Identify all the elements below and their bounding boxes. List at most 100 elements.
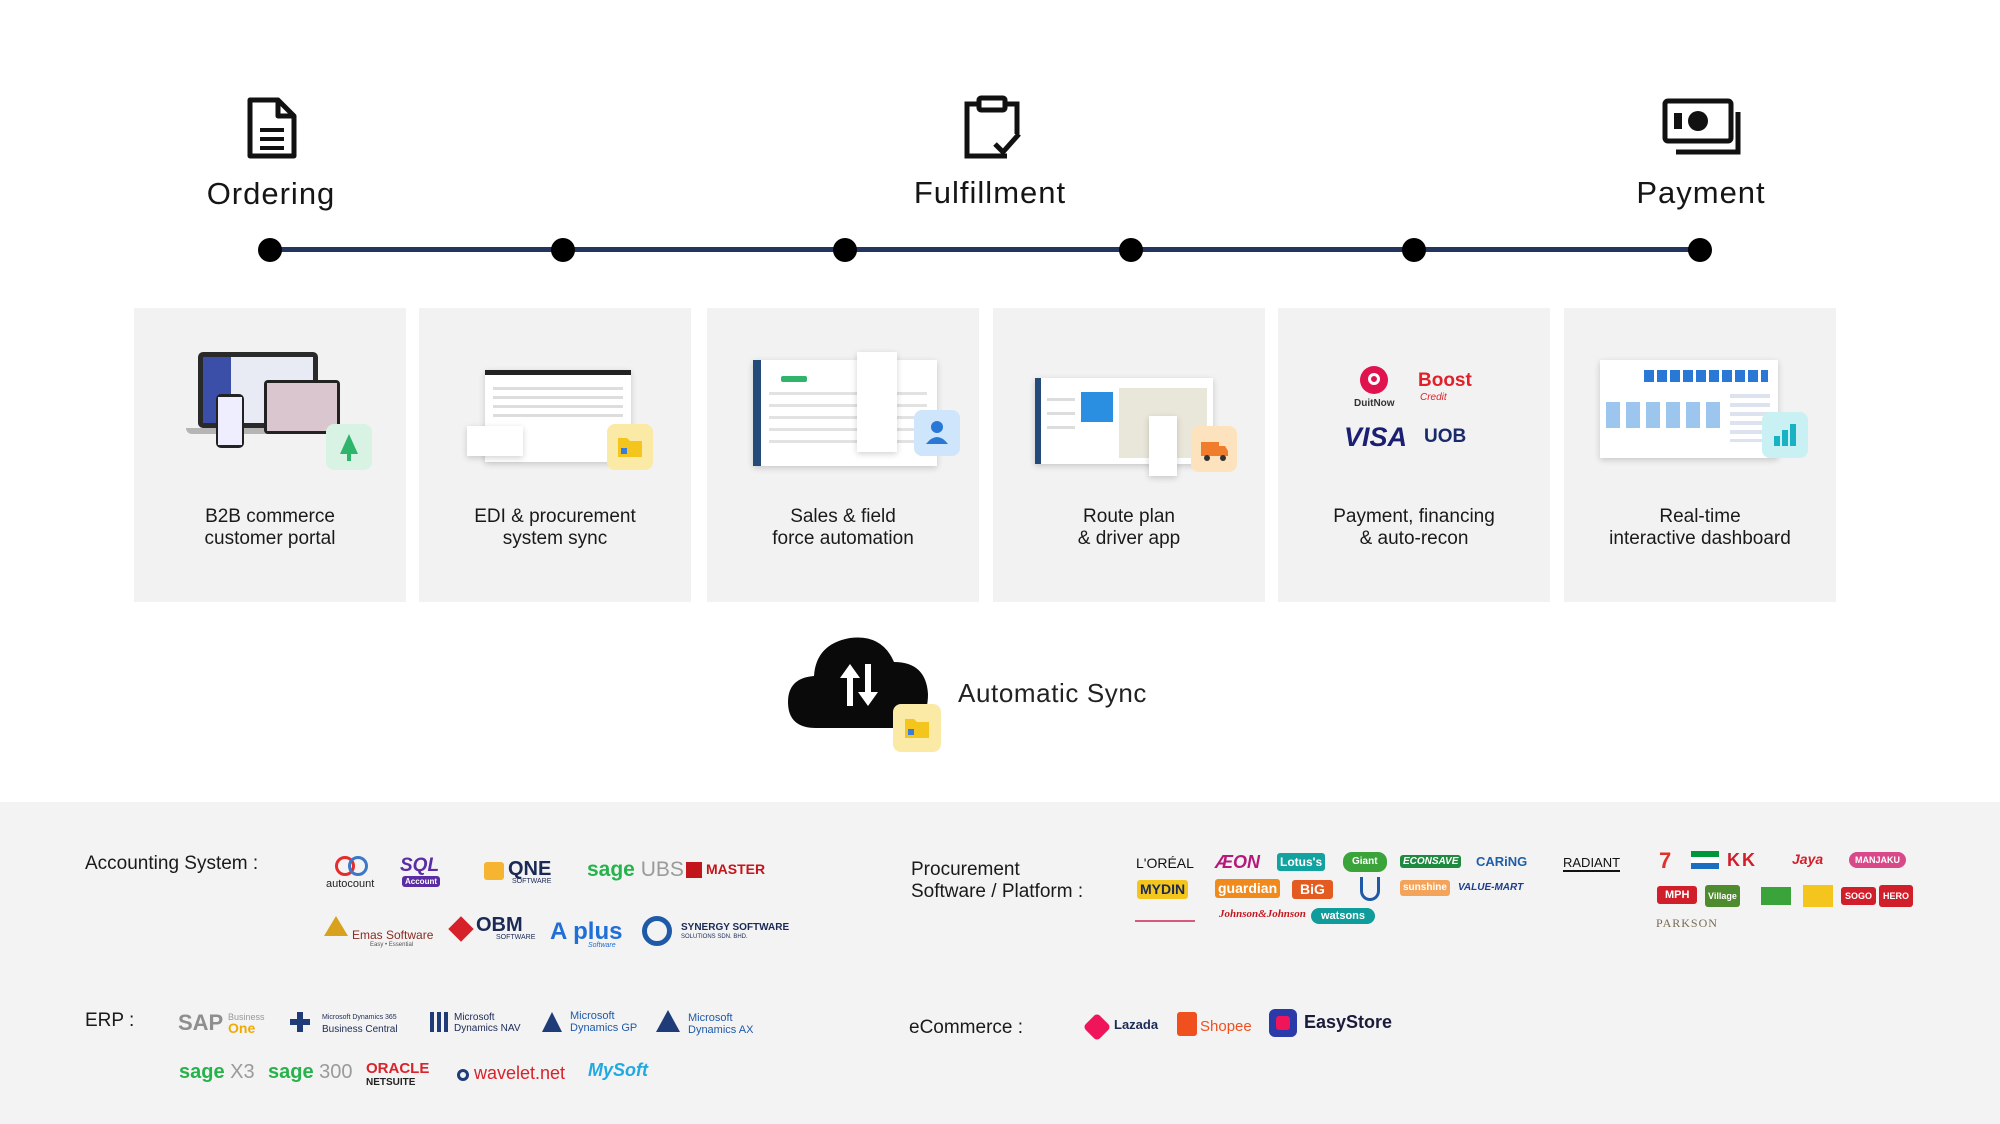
integrations-section — [0, 802, 2000, 1124]
mydin-logo: MYDIN — [1137, 880, 1189, 899]
sql-account-badge: Account — [402, 876, 440, 887]
duitnow-text: DuitNow — [1354, 398, 1395, 409]
sunshine-logo: sunshine — [1400, 880, 1450, 896]
edi-popup-screenshot — [467, 426, 523, 456]
aplus-software-text: Software — [588, 942, 616, 949]
truck-icon — [1191, 426, 1237, 472]
dynamics-365-text: Microsoft Dynamics 365 — [322, 1014, 397, 1021]
autocount-text: autocount — [326, 878, 375, 890]
lotus-logo: Lotus's — [1277, 853, 1326, 871]
dashboard-screenshot — [1600, 360, 1778, 458]
sync-folder-icon — [893, 704, 941, 752]
timeline-dot — [833, 238, 857, 262]
timeline-dot — [1119, 238, 1143, 262]
shopee-icon — [1177, 1012, 1197, 1036]
wavelet-icon — [457, 1069, 469, 1081]
hero-market-logo: HERO — [1879, 885, 1914, 907]
timeline-dot — [1402, 238, 1426, 262]
process-timeline — [270, 247, 1700, 252]
aeon-big-logo: BiG — [1292, 880, 1333, 899]
watsons-logo: watsons — [1311, 908, 1376, 924]
kk-mart-logo: KK — [1727, 850, 1757, 870]
uob-logo: UOB — [1424, 426, 1467, 447]
emas-tagline: Easy • Essential — [370, 942, 414, 948]
user-icon — [914, 410, 960, 456]
automatic-sync-label: Automatic Sync — [958, 678, 1148, 708]
sql-logo: SQL — [400, 855, 440, 876]
sap-business-text: Business — [228, 1012, 265, 1022]
supermarket-logo — [1761, 887, 1791, 905]
guardian-logo: guardian — [1215, 879, 1281, 898]
dynamics-gp-icon — [542, 1012, 562, 1032]
card-title: Payment, financing& auto-recon — [1333, 506, 1495, 549]
emas-logo-mark — [324, 916, 348, 936]
business-central-text: Business Central — [322, 1024, 398, 1035]
erp-label: ERP : — [85, 1010, 135, 1031]
card-title: Route plan& driver app — [1077, 506, 1181, 549]
seven-eleven-logo: 7 — [1659, 848, 1672, 873]
tree-icon — [326, 424, 372, 470]
phone-screenshot — [216, 394, 244, 448]
sage-ubs-logo: sage UBS — [587, 858, 684, 881]
oracle-logo: ORACLE — [366, 1060, 430, 1077]
qne-text: QNE — [508, 858, 552, 880]
microsoft-ax-text: Microsoft — [688, 1012, 733, 1024]
johnson-johnson-logo: Johnson&Johnson — [1219, 908, 1306, 920]
emas-software-logo: Emas Software — [352, 928, 434, 942]
qne-software-text: SOFTWARE — [512, 878, 552, 885]
synergy-logo-mark — [642, 916, 672, 946]
stage-fulfillment-label: Fulfillment — [913, 175, 1067, 210]
lazada-logo: Lazada — [1114, 1017, 1159, 1032]
clipboard-check-icon — [964, 95, 1021, 159]
stage-payment-label: Payment — [1636, 175, 1766, 210]
duitnow-logo — [1360, 366, 1388, 394]
dynamics-ax-icon — [656, 1010, 680, 1032]
sap-business-one-logo: SAP — [178, 1010, 224, 1035]
sogo-logo: SOGO — [1841, 887, 1877, 905]
easystore-icon — [1269, 1009, 1297, 1037]
card-route-plan: Route plan& driver app — [993, 308, 1265, 602]
jaya-grocer-logo: Jaya — [1792, 851, 1824, 867]
document-icon — [247, 97, 297, 159]
boost-logo: Boost — [1418, 370, 1472, 391]
master-logo-mark — [686, 862, 702, 878]
sales-panel-screenshot — [857, 352, 897, 452]
sales-screenshot — [753, 360, 937, 466]
dynamics-gp-text: Dynamics GP — [570, 1022, 638, 1034]
qne-logo — [484, 862, 504, 880]
dynamics-ax-text: Dynamics AX — [688, 1024, 754, 1036]
village-grocer-logo: Village — [1705, 885, 1740, 907]
sap-one-text: One — [228, 1020, 256, 1036]
dynamics-nav-text: Dynamics NAV — [454, 1023, 521, 1034]
bar-chart-icon — [1762, 412, 1808, 458]
master-logo: MASTER — [706, 861, 766, 877]
wavelet-logo: wavelet.net — [474, 1063, 566, 1083]
visa-logo: VISA — [1344, 422, 1408, 452]
obm-software-text: SOFTWARE — [496, 934, 536, 941]
autocount-logo — [335, 856, 375, 880]
giant-logo: Giant — [1343, 852, 1387, 872]
value-mart-logo: VALUE-MART — [1458, 882, 1524, 893]
shopee-logo: Shopee — [1200, 1018, 1252, 1035]
timeline-dot — [258, 238, 282, 262]
boost-credit-text: Credit — [1420, 392, 1447, 403]
folder-icon — [607, 424, 653, 470]
microsoft-gp-text: Microsoft — [570, 1010, 615, 1022]
driver-app-screenshot — [1149, 416, 1177, 476]
card-payment-financing: DuitNow Boost Credit VISA UOB Payment, f… — [1278, 308, 1550, 602]
aeon-logo: ÆON — [1215, 852, 1260, 872]
obm-logo: OBM — [476, 914, 523, 936]
caring-logo: CARiNG — [1476, 854, 1528, 869]
sage-x3-logo: sage X3 — [179, 1061, 255, 1083]
unilever-logo — [1360, 877, 1380, 901]
yellow-store-logo — [1803, 885, 1833, 907]
netsuite-text: NETSUITE — [366, 1077, 416, 1088]
